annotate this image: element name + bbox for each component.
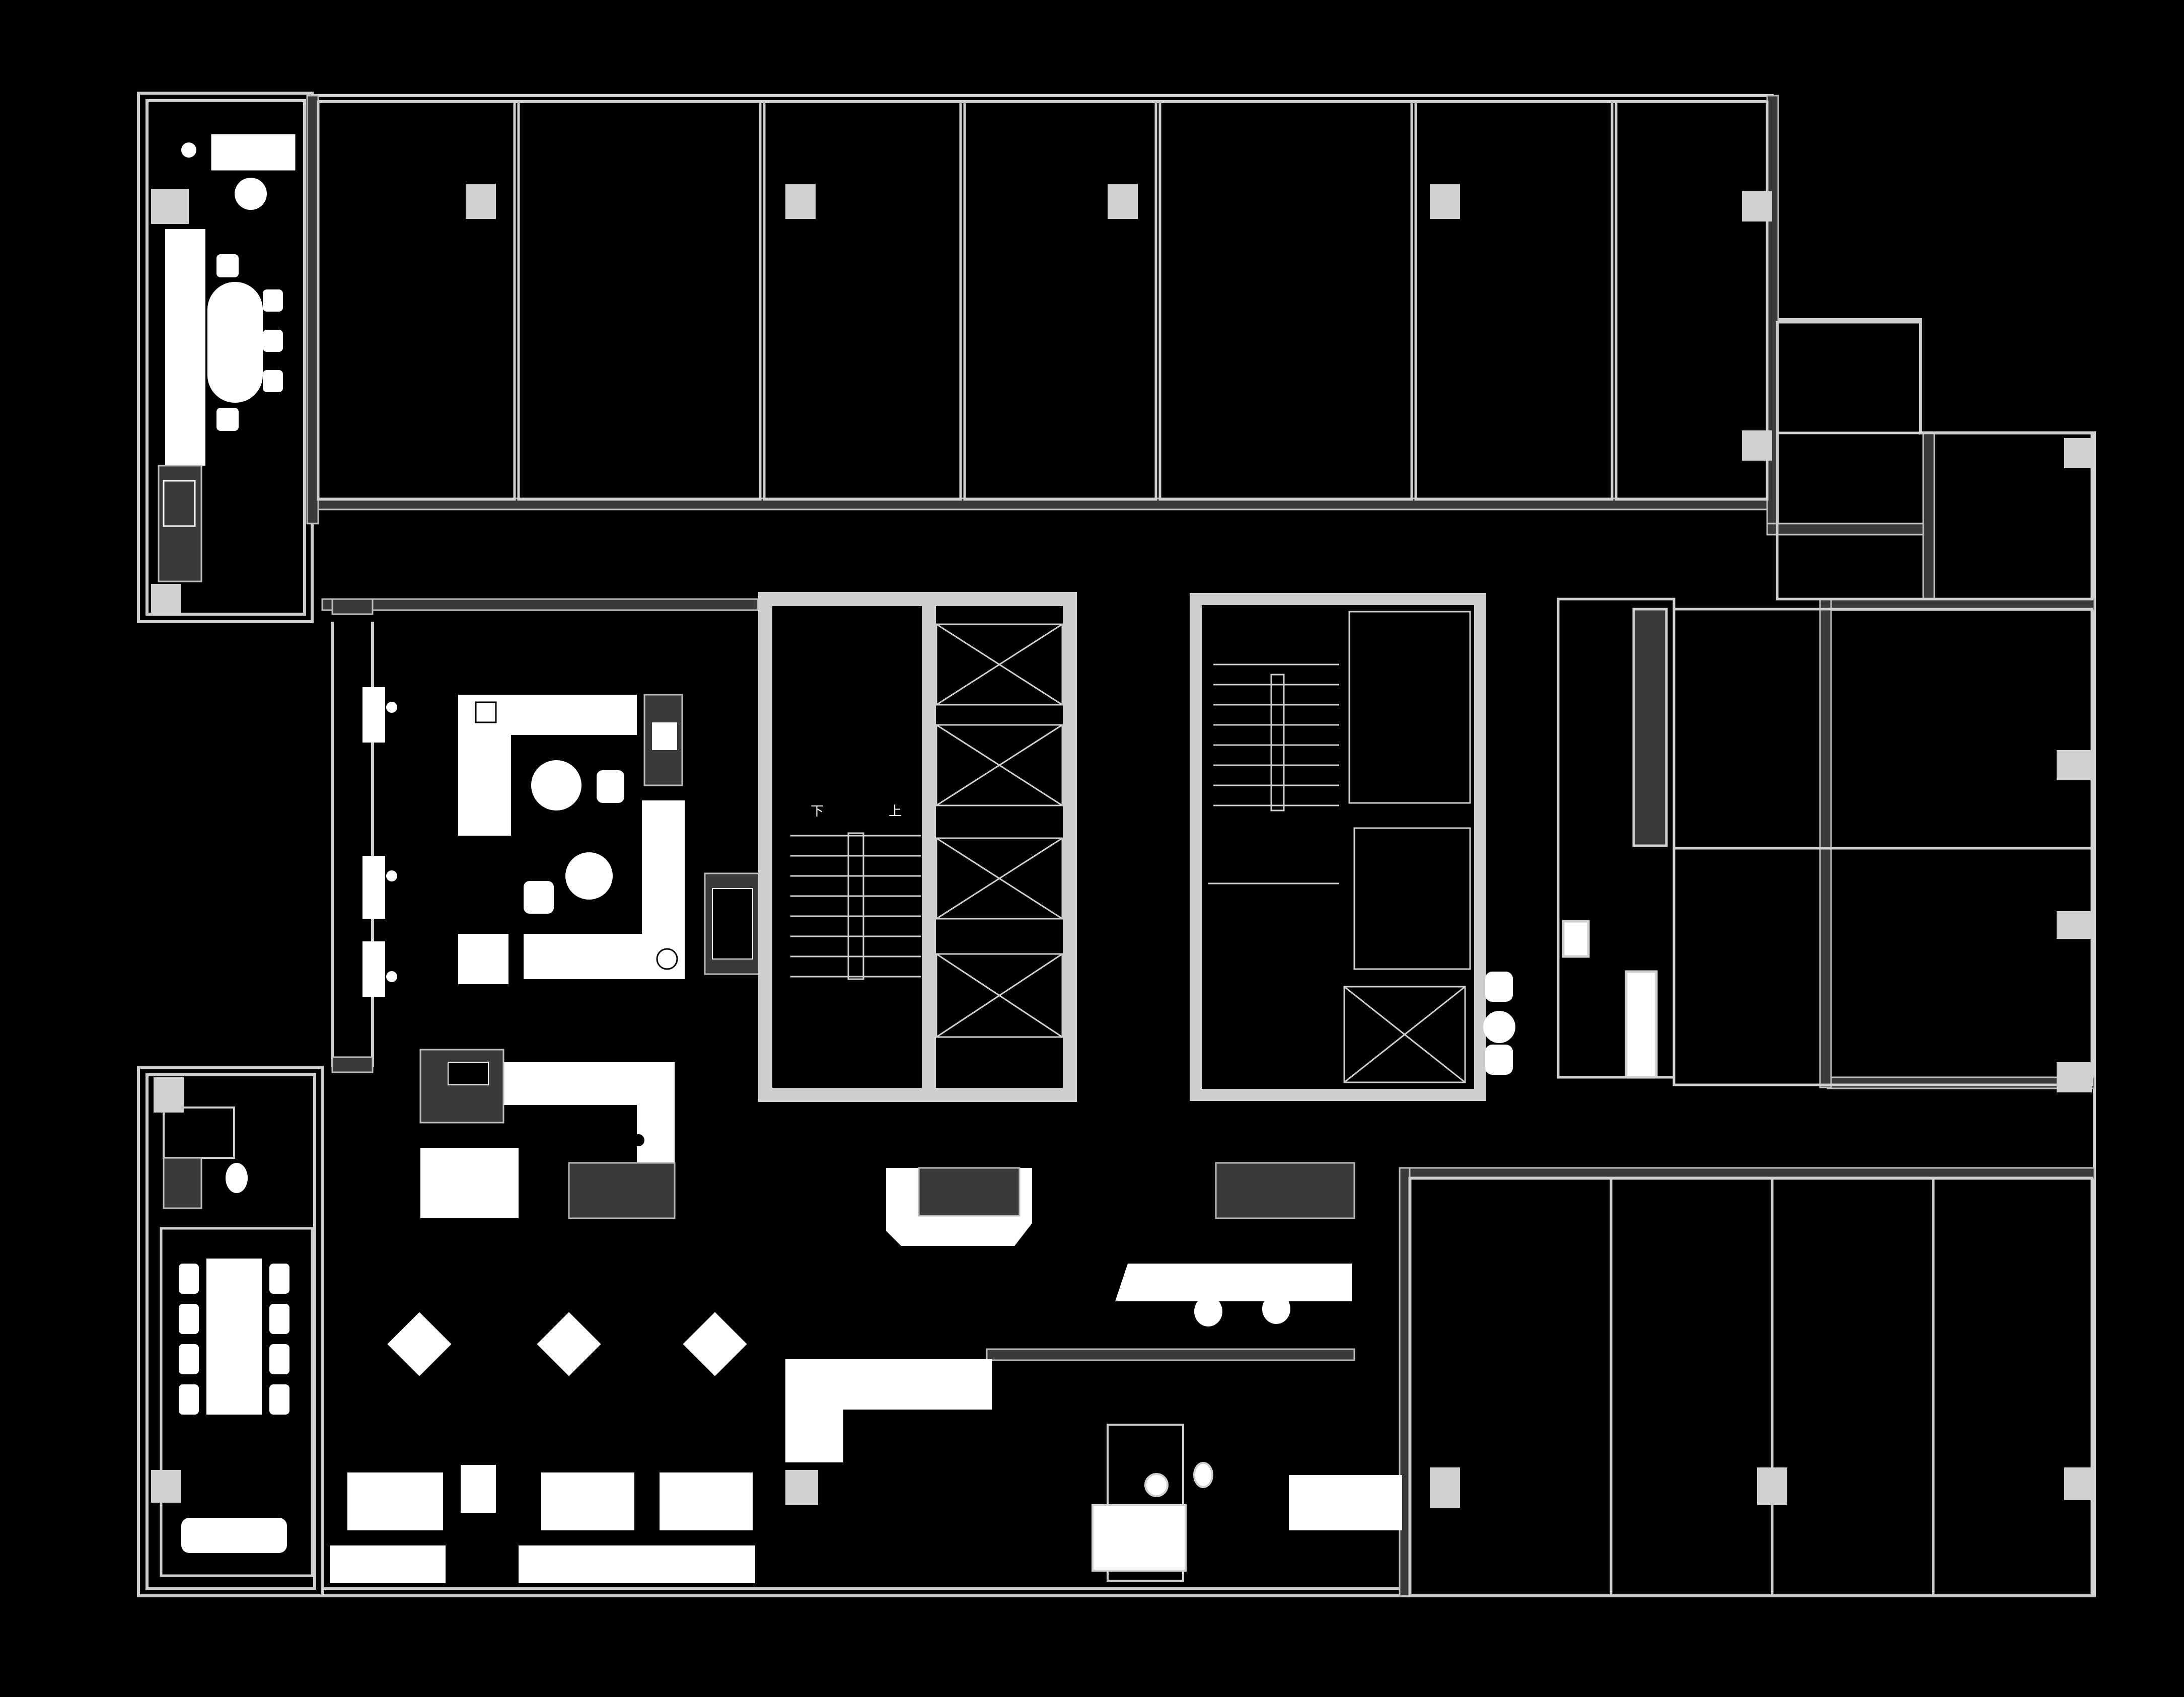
stair-label-down: 下 [811, 804, 824, 819]
bar-counters [419, 1049, 1355, 1462]
cafe-dining [330, 1312, 1402, 1583]
reception-lounge [458, 694, 764, 984]
meeting-room-bottom-left [160, 1106, 314, 1577]
stair-label-up: 上 [889, 804, 902, 819]
top-office-rooms [317, 100, 1769, 501]
windows-left [362, 687, 397, 997]
stair-treads-right [1213, 663, 1339, 811]
service-rooms-right [1557, 598, 1676, 1079]
core-right [1190, 593, 1515, 1101]
toilets-bottom [1091, 1424, 1213, 1582]
stair-treads-left [790, 832, 921, 980]
thick-walls [306, 95, 2095, 1597]
bottom-right-offices [1408, 1176, 2093, 1597]
core-left: 下 上 [758, 592, 1077, 1102]
vip-lounge [158, 132, 297, 582]
structural-columns [151, 184, 2094, 1508]
